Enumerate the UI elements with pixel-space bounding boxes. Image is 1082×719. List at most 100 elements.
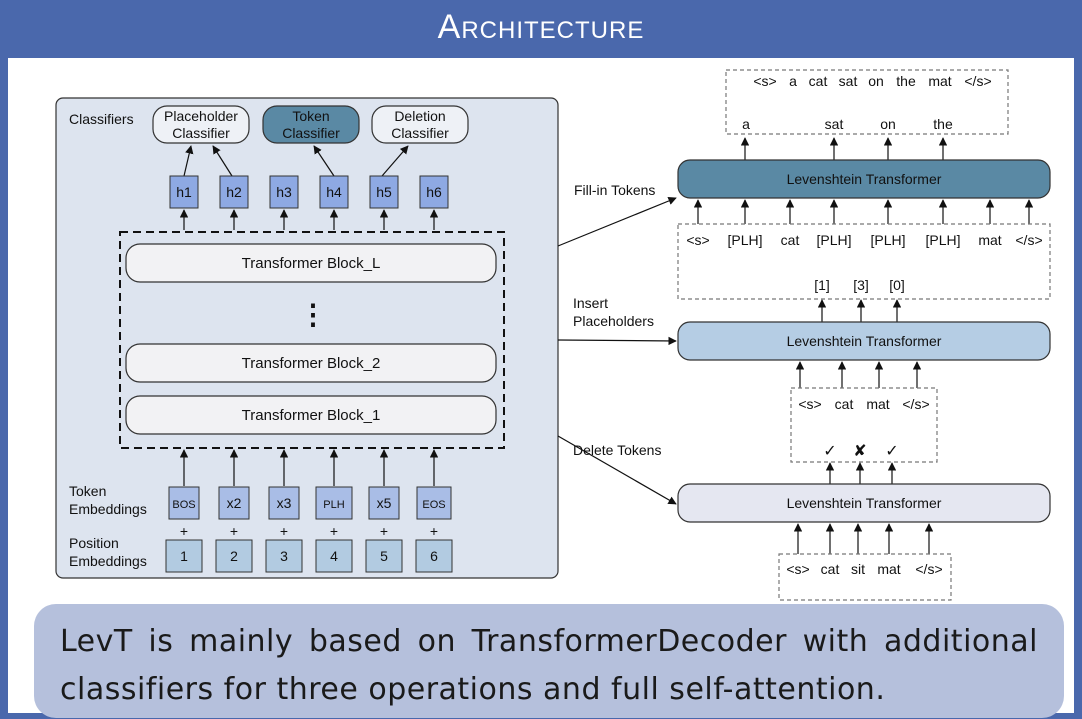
token-label-4: PLH [323, 499, 344, 511]
transformer-block-2 [125, 343, 497, 383]
input-token-3: sit [851, 561, 865, 577]
input-token-5: </s> [915, 561, 942, 577]
insert-label-2: Placeholders [573, 313, 654, 329]
arrows-to-fill [693, 199, 1034, 224]
filled-token-2: sat [825, 116, 844, 132]
del-token-1: <s> [798, 396, 821, 412]
hidden-label-5: h5 [376, 184, 392, 200]
position-label-3: 3 [280, 548, 288, 564]
filled-token-3: on [880, 116, 896, 132]
architecture-diagram: Classifiers Placeholder Classifier Token… [55, 69, 1051, 601]
hidden-box-3 [269, 175, 299, 209]
levenshtein-transformer-fill-label: Levenshtein Transformer [787, 171, 942, 187]
deletion-sequence: <s> cat mat </s> [798, 396, 929, 412]
output-token-7: mat [928, 73, 951, 89]
input-token-4: mat [877, 561, 900, 577]
arrow-h1-placeholder [183, 145, 194, 177]
del-token-3: mat [866, 396, 889, 412]
output-token-3: cat [809, 73, 828, 89]
transformer-block-l-label: Transformer Block_L [242, 255, 381, 272]
hidden-box-1 [169, 175, 199, 209]
position-embeddings-label-2: Embeddings [69, 553, 147, 569]
hidden-box-2 [219, 175, 249, 209]
position-label-2: 2 [230, 548, 238, 564]
output-sequence: <s> a cat sat on the mat </s> [753, 73, 991, 89]
input-token-1: <s> [786, 561, 809, 577]
plh-token-1: <s> [686, 232, 709, 248]
plus-6: + [430, 523, 438, 539]
arrow-h4-token [313, 145, 335, 177]
cross-icon: ✘ [853, 443, 866, 460]
position-label-1: 1 [180, 548, 188, 564]
placeholder-sequence-box [677, 223, 1051, 300]
transformer-block-1 [125, 395, 497, 435]
page-title: Architecture [437, 8, 645, 46]
hidden-box-4 [319, 175, 349, 209]
arrows-to-hidden [179, 209, 439, 230]
fill-in-tokens-label: Fill-in Tokens [574, 182, 655, 198]
deletion-marks: ✓ ✘ ✓ [823, 443, 898, 460]
token-box-1 [168, 486, 200, 520]
caption-text: LevT is mainly based on TransformerDecod… [60, 624, 1038, 707]
deletion-sequence-box [790, 387, 938, 463]
check-icon: ✓ [823, 443, 836, 460]
vertical-ellipsis: ⋮ [299, 299, 327, 330]
output-token-6: the [896, 73, 916, 89]
token-classifier-line2: Classifier [282, 125, 340, 141]
arrow-h5-deletion [381, 145, 409, 177]
position-label-4: 4 [330, 548, 338, 564]
position-box-2 [215, 539, 253, 573]
deletion-classifier-line1: Deletion [394, 108, 445, 124]
position-embeddings: 1 2 3 4 5 6 [165, 539, 453, 573]
placeholder-sequence: <s> [PLH] cat [PLH] [PLH] [PLH] mat </s> [686, 232, 1042, 248]
token-label-3: x3 [277, 495, 292, 511]
token-box-2 [218, 486, 250, 520]
token-classifier-line1: Token [292, 108, 329, 124]
transformer-block-2-label: Transformer Block_2 [242, 355, 381, 372]
position-box-4 [315, 539, 353, 573]
input-token-2: cat [821, 561, 840, 577]
hidden-label-4: h4 [326, 184, 342, 200]
hidden-box-6 [419, 175, 449, 209]
plh-token-7: mat [978, 232, 1001, 248]
check-icon: ✓ [885, 443, 898, 460]
plh-token-8: </s> [1015, 232, 1042, 248]
levenshtein-transformer-insert-label: Levenshtein Transformer [787, 333, 942, 349]
token-label-6: EOS [422, 499, 445, 511]
plus-4: + [330, 523, 338, 539]
levenshtein-transformer-insert [677, 321, 1051, 361]
arrows-to-counts [817, 299, 902, 322]
del-token-4: </s> [902, 396, 929, 412]
arrows-to-insert [795, 361, 922, 388]
placeholder-classifier [152, 105, 250, 144]
plus-3: + [280, 523, 288, 539]
plh-token-3: cat [781, 232, 800, 248]
levt-model-panel [55, 97, 559, 579]
title-bar: Architecture [0, 0, 1082, 58]
token-box-6 [416, 486, 452, 520]
hidden-label-1: h1 [176, 184, 192, 200]
caption-box: LevT is mainly based on TransformerDecod… [34, 604, 1064, 718]
position-box-1 [165, 539, 203, 573]
plh-token-2: [PLH] [727, 232, 762, 248]
hidden-states: h1 h2 h3 h4 h5 h6 [169, 175, 449, 209]
hidden-label-3: h3 [276, 184, 292, 200]
token-box-5 [368, 486, 400, 520]
token-embeddings-label-1: Token [69, 483, 106, 499]
levenshtein-transformer-fill [677, 159, 1051, 199]
token-box-3 [268, 486, 300, 520]
output-token-8: </s> [964, 73, 991, 89]
hidden-box-5 [369, 175, 399, 209]
position-embeddings-label-1: Position [69, 535, 119, 551]
filled-token-4: the [933, 116, 953, 132]
arrow-fill-in [557, 196, 677, 247]
del-token-2: cat [835, 396, 854, 412]
deletion-classifier-line2: Classifier [391, 125, 449, 141]
token-classifier [262, 105, 360, 144]
plh-token-6: [PLH] [925, 232, 960, 248]
token-label-5: x5 [377, 495, 392, 511]
token-embeddings-label-2: Embeddings [69, 501, 147, 517]
arrows-to-output [740, 137, 948, 160]
token-label-1: BOS [172, 499, 195, 511]
plus-1: + [180, 523, 188, 539]
